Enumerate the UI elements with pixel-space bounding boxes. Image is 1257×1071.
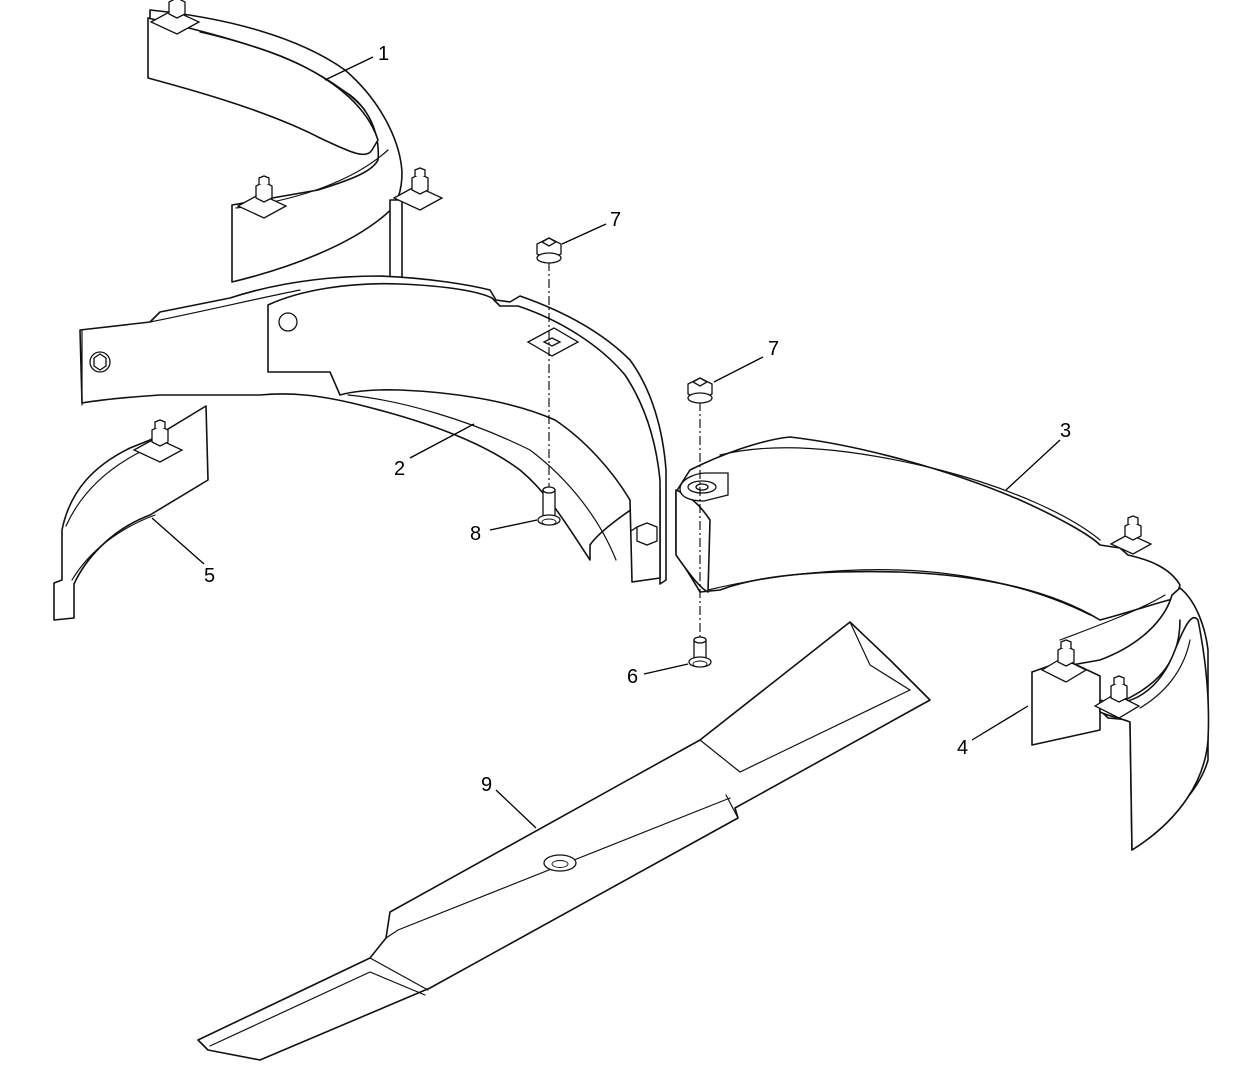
callout-7-left: 7 — [610, 209, 621, 231]
flange-nut-icon — [149, 0, 201, 35]
leader-7-left — [561, 223, 607, 245]
flange-nut-icon — [1093, 675, 1141, 719]
callout-9: 9 — [481, 774, 492, 796]
flange-nut-icon — [392, 167, 444, 211]
callout-7-right: 7 — [768, 338, 779, 360]
carriage-bolt-part-6 — [688, 636, 712, 668]
flange-nut-icon — [236, 175, 288, 219]
leader-1 — [324, 56, 374, 81]
callout-4: 4 — [957, 737, 968, 759]
callout-1: 1 — [378, 43, 389, 65]
slotted-bracket-icon — [679, 472, 729, 502]
leader-7-right — [713, 356, 764, 383]
leader-9 — [495, 789, 537, 829]
baffle-part-5 — [53, 405, 209, 621]
callout-labels: 1 2 3 4 5 6 7 7 8 9 — [204, 43, 1071, 796]
leader-6 — [643, 663, 689, 675]
part-5-hardware — [132, 419, 184, 463]
part-2-hardware — [89, 327, 658, 546]
blade-center-hole — [543, 854, 577, 872]
callout-6: 6 — [627, 666, 638, 688]
callout-8: 8 — [470, 523, 481, 545]
part-1-hardware — [149, 0, 444, 219]
blade-part-9 — [197, 621, 931, 1061]
leader-8 — [489, 519, 538, 531]
square-slot-bracket-icon — [526, 327, 580, 357]
flange-nut-icon — [1109, 515, 1153, 555]
baffle-part-1 — [147, 9, 403, 283]
flange-nut-part-7-right — [687, 377, 713, 404]
part-3-hardware — [679, 472, 1153, 555]
callout-3: 3 — [1060, 420, 1071, 442]
carriage-bolt-part-8 — [537, 486, 561, 526]
flange-nut-icon — [132, 419, 184, 463]
leader-5 — [151, 517, 205, 565]
baffle-part-2 — [79, 275, 667, 585]
callout-leaders — [151, 56, 1061, 829]
flange-nut-part-7-left — [536, 237, 562, 264]
flange-nut-icon — [89, 351, 111, 373]
callout-2: 2 — [394, 458, 405, 480]
baffle-part-4 — [1031, 587, 1210, 851]
baffle-part-3 — [675, 436, 1181, 621]
leader-2 — [409, 423, 475, 459]
flange-nut-icon — [1040, 639, 1088, 683]
part-4-hardware — [1040, 639, 1141, 719]
leader-4 — [971, 705, 1029, 741]
leader-3 — [1005, 439, 1061, 491]
flange-nut-icon — [630, 522, 658, 546]
callout-5: 5 — [204, 565, 215, 587]
